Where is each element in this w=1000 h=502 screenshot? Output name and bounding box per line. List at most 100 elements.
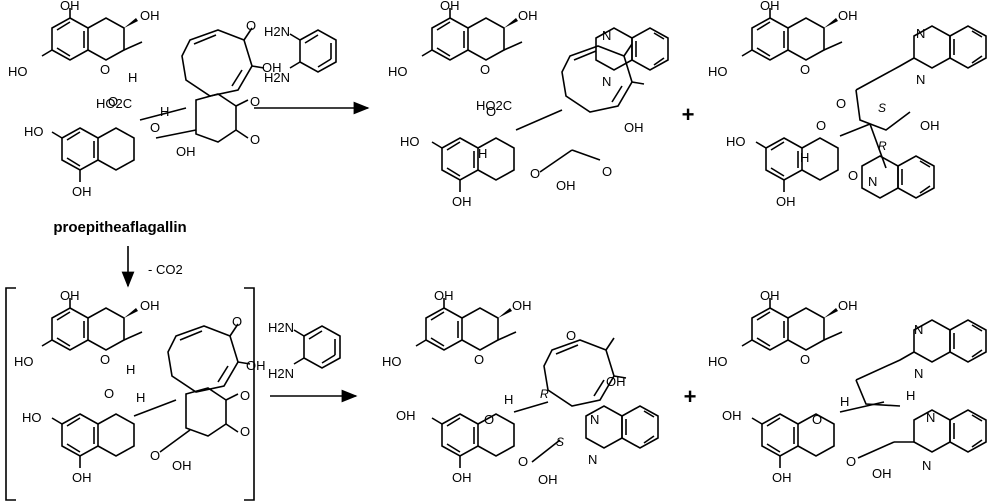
atom-label: OH: [772, 470, 792, 485]
atom-label: OH: [838, 8, 858, 23]
atom-label: OH: [246, 358, 266, 373]
product-top-left: OH OH HO O N N HO2C OH O HO OH O H O OH: [388, 0, 669, 209]
atom-label: HO: [708, 354, 728, 369]
atom-label: O: [602, 164, 612, 179]
atom-label: O: [484, 412, 494, 427]
atom-label: H: [136, 390, 145, 405]
atom-label: HO2C: [96, 96, 132, 111]
atom-label: N: [922, 458, 931, 473]
atom-label: HO: [708, 64, 728, 79]
atom-label: OH: [920, 118, 940, 133]
product-bottom-right: OH OH HO O N N H N N OH OH O H O OH: [708, 288, 987, 485]
atom-label: H: [128, 70, 137, 85]
plus-sign-top: +: [682, 102, 695, 127]
atom-label: O: [104, 386, 114, 401]
bracket-left: [5, 287, 16, 501]
atom-label: O: [474, 352, 484, 367]
atom-label: OH: [452, 194, 472, 209]
atom-label: N: [926, 410, 935, 425]
atom-label: H: [504, 392, 513, 407]
atom-label: OH: [872, 466, 892, 481]
atom-label: N: [916, 72, 925, 87]
atom-label: OH: [760, 0, 780, 13]
atom-label: OH: [434, 288, 454, 303]
atom-label: O: [108, 94, 118, 109]
atom-label: HO: [382, 354, 402, 369]
atom-label: O: [486, 104, 496, 119]
atom-label: HO: [22, 410, 42, 425]
atom-label: N: [602, 28, 611, 43]
atom-label: O: [846, 454, 856, 469]
compound-intermediate: OH OH HO O H O OH O O HO OH O H O OH: [14, 288, 266, 485]
reagent-o-phenylenediamine-2: H2N H2N: [268, 320, 341, 381]
atom-label: O: [250, 94, 260, 109]
stereo-label: R: [540, 387, 549, 401]
atom-label: N: [916, 26, 925, 41]
product-top-right: OH OH HO O N N O S R OH N HO OH O H O: [708, 0, 987, 209]
atom-label: OH: [722, 408, 742, 423]
atom-label: OH: [60, 288, 80, 303]
reagent-label: H2N: [264, 24, 290, 39]
atom-label: O: [566, 328, 576, 343]
atom-label: OH: [760, 288, 780, 303]
atom-label: O: [250, 132, 260, 147]
atom-label: N: [590, 412, 599, 427]
atom-label: HO: [400, 134, 420, 149]
atom-label: H: [906, 388, 915, 403]
atom-label: OH: [440, 0, 460, 13]
atom-label: O: [100, 62, 110, 77]
atom-label: O: [848, 168, 858, 183]
atom-label: OH: [538, 472, 558, 487]
reagent-label: H2N: [268, 366, 294, 381]
atom-label: OH: [60, 0, 80, 13]
stereo-label: S: [556, 435, 564, 449]
reagent-o-phenylenediamine-1: H2N H2N: [264, 24, 337, 85]
atom-label: O: [150, 448, 160, 463]
atom-label: N: [914, 366, 923, 381]
compound-proepitheaflagallin: OH OH HO O H O OH HO2C O O HO OH O O OH …: [8, 0, 282, 199]
atom-label: H: [840, 394, 849, 409]
atom-label: O: [232, 314, 242, 329]
bracket-right: [244, 287, 255, 501]
atom-label: O: [836, 96, 846, 111]
atom-label: O: [800, 352, 810, 367]
atom-label: OH: [140, 8, 160, 23]
atom-label: H: [126, 362, 135, 377]
atom-label: HO: [14, 354, 34, 369]
atom-label: OH: [140, 298, 160, 313]
atom-label: O: [800, 62, 810, 77]
atom-label: O: [246, 18, 256, 33]
atom-label: OH: [606, 374, 626, 389]
stereo-label: R: [878, 139, 887, 153]
decarboxylation-label: - CO2: [148, 262, 183, 277]
atom-label: OH: [72, 470, 92, 485]
atom-label: OH: [556, 178, 576, 193]
atom-label: O: [100, 352, 110, 367]
atom-label: N: [602, 74, 611, 89]
reagent-label: H2N: [264, 70, 290, 85]
atom-label: N: [868, 174, 877, 189]
atom-label: H: [478, 146, 487, 161]
stereo-label: S: [878, 101, 886, 115]
atom-label: OH: [72, 184, 92, 199]
atom-label: OH: [396, 408, 416, 423]
atom-label: O: [816, 118, 826, 133]
atom-label: O: [480, 62, 490, 77]
atom-label: HO: [388, 64, 408, 79]
atom-label: OH: [624, 120, 644, 135]
atom-label: HO2C: [476, 98, 512, 113]
atom-label: O: [240, 388, 250, 403]
atom-label: H: [800, 150, 809, 165]
atom-label: N: [914, 322, 923, 337]
atom-label: OH: [512, 298, 532, 313]
plus-sign-bottom: +: [684, 384, 697, 409]
compound-name-label: proepitheaflagallin: [53, 219, 186, 236]
atom-label: HO: [8, 64, 28, 79]
atom-label: O: [812, 412, 822, 427]
atom-label: OH: [262, 60, 282, 75]
atom-label: N: [588, 452, 597, 467]
reagent-label: H2N: [268, 320, 294, 335]
atom-label: OH: [452, 470, 472, 485]
atom-label: OH: [776, 194, 796, 209]
